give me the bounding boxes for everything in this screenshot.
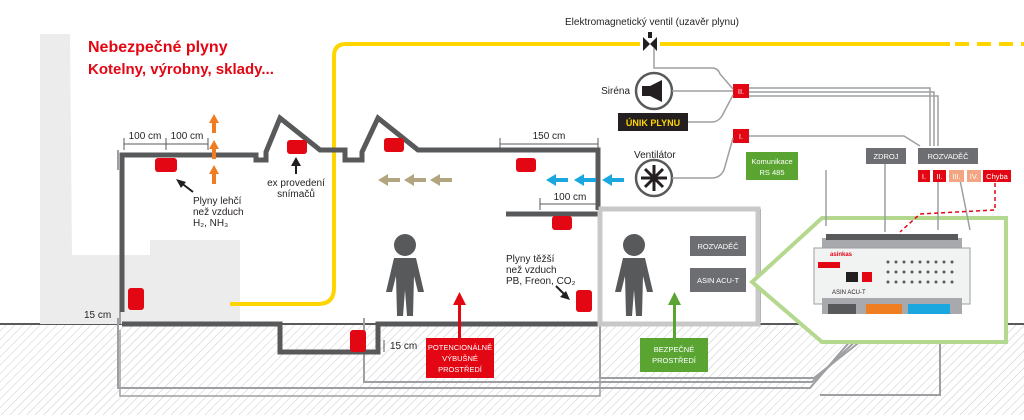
arrows-light-gas	[209, 114, 219, 184]
ex-sensors-line2: snímačů	[277, 188, 315, 200]
potential-zone-arrow	[453, 292, 466, 340]
dim-150: 150 cm	[533, 131, 566, 142]
device-asin-acu-t	[813, 234, 971, 314]
safe-zone-box	[640, 338, 708, 372]
potential-zone-line1: POTENCIONÁLNĚ	[428, 343, 492, 352]
heavier-gas-line2: než vzduch	[506, 265, 557, 276]
panel-asin	[690, 268, 746, 292]
tag-I	[918, 170, 930, 182]
relay-siren	[733, 84, 749, 98]
control-wires	[653, 48, 971, 232]
relay-siren-label: II.	[738, 87, 744, 96]
tag-I-label: I.	[922, 172, 926, 181]
siren-label: Siréna	[601, 86, 630, 97]
potential-zone-line3: PROSTŘEDÍ	[438, 365, 483, 374]
dim-100-ceiling: 100 cm	[554, 192, 587, 203]
valve-icon	[643, 32, 657, 51]
tag-III	[949, 170, 964, 182]
arrows-ventilation	[546, 174, 624, 186]
lighter-gas-line2: než vzduch	[193, 207, 244, 218]
person-icon	[615, 234, 653, 316]
comm-box	[746, 152, 798, 180]
dim-100-right: 100 cm	[171, 131, 204, 142]
dim-100-left: 100 cm	[129, 131, 162, 142]
fan-blades	[641, 165, 667, 191]
tag-IV	[967, 170, 981, 182]
valve-label: Elektromagnetický ventil (uzavěr plynu)	[565, 17, 739, 28]
relay-fan	[733, 129, 749, 143]
lighter-gas-line3: H₂, NH₃	[193, 218, 228, 229]
page-subtitle: Kotelny, výrobny, sklady...	[88, 61, 274, 78]
heavier-gas-line3: PB, Freon, CO₂	[506, 276, 576, 287]
pointer-arrows	[176, 157, 570, 300]
comm-line1: Komunikace	[751, 157, 792, 166]
page-title: Nebezpečné plyny	[88, 39, 228, 56]
person-icon	[386, 234, 424, 316]
arrows-heavy-gas	[378, 174, 452, 186]
potential-zone-box	[426, 338, 494, 378]
zdroj-box	[866, 148, 906, 164]
dimension-lines	[119, 138, 599, 352]
factory-silhouette	[40, 34, 240, 324]
heavier-gas-line1: Plyny těžší	[506, 254, 555, 265]
building-foundation	[119, 330, 601, 397]
panel-rozvadec	[690, 236, 746, 256]
safe-zone-arrow	[668, 292, 681, 340]
potential-zone-line2: VÝBUŠNÉ	[442, 354, 478, 363]
panel-rozvadec-label: ROZVADĚČ	[697, 242, 739, 251]
tag-II-label: II.	[936, 172, 942, 181]
tag-III-label: III.	[952, 172, 960, 181]
safe-zone-line1: BEZPEČNÉ	[654, 345, 694, 354]
fan-label: Ventilátor	[634, 150, 676, 161]
ex-sensors-line1: ex provedení	[267, 178, 325, 189]
rozvadec-top-label: ROZVADĚČ	[927, 152, 969, 161]
gas-pipe	[230, 42, 640, 306]
device-brand: asinkas	[830, 252, 853, 258]
rozvadec-top-box	[918, 148, 978, 164]
dim-15-floor: 15 cm	[84, 310, 111, 321]
safe-zone-line2: PROSTŘEDÍ	[652, 356, 697, 365]
error-wire	[899, 183, 996, 233]
gas-sensor-icon	[128, 138, 592, 352]
tag-IV-label: IV.	[970, 172, 978, 181]
zdroj-label: ZDROJ	[874, 152, 899, 161]
device-leds	[886, 260, 954, 284]
lighter-gas-line1: Plyny lehčí	[193, 196, 242, 207]
tag-chyba-label: Chyba	[986, 172, 1009, 181]
panel-asin-label: ASIN ACU-T	[697, 276, 740, 285]
device-model: ASIN ACU-T	[832, 290, 866, 296]
siren-glyph	[642, 80, 662, 102]
relay-fan-label: I.	[739, 132, 743, 141]
dim-15-pit: 15 cm	[390, 341, 417, 352]
tag-chyba	[983, 170, 1011, 182]
comm-line2: RS 485	[759, 168, 784, 177]
leak-sign	[618, 113, 688, 131]
leak-sign-label: ÚNIK PLYNU	[626, 117, 680, 128]
tag-II	[933, 170, 946, 182]
